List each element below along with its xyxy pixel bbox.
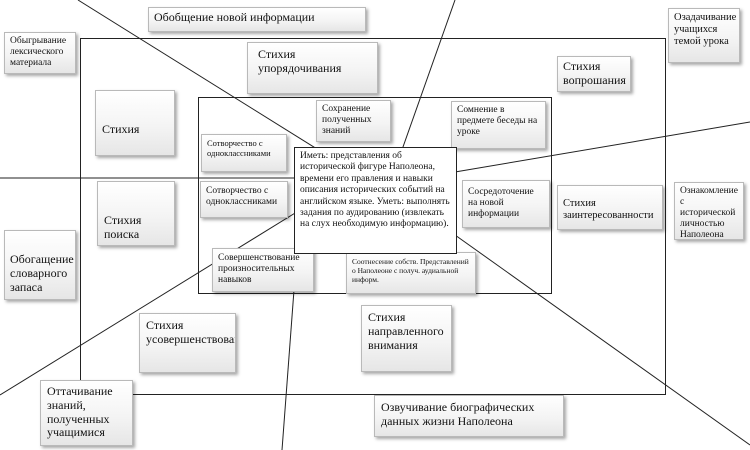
center-objectives: Иметь: представления об исторической фиг… xyxy=(294,147,457,254)
box-ottachivanie: Оттачивание знаний, полученных учащимися xyxy=(40,380,133,446)
box-somnenie: Сомнение в предмете беседы на уроке xyxy=(451,101,546,149)
label-ottachivanie: Оттачивание знаний, полученных учащимися xyxy=(47,384,113,440)
box-stikhiya-napravlennogo: Стихия направленного внимания xyxy=(361,305,452,372)
box-sotvorchestvo-1: Сотворчество с одноклассниками xyxy=(201,134,287,172)
box-ozvuchivanie: Озвучивание биографических данных жизни … xyxy=(374,395,564,437)
box-stikhiya-voproshaniya: Стихия вопрошания xyxy=(557,56,631,92)
box-obobschenie: Обобщение новой информации xyxy=(148,7,366,32)
diagonal-line-4 xyxy=(454,234,750,446)
outer-frame xyxy=(80,38,666,395)
label-stikhiya-voproshaniya: Стихия вопрошания xyxy=(563,59,626,87)
box-oznakomlenie: Ознакомление с исторической личностью На… xyxy=(674,182,744,240)
label-sosredotochenie: Сосредоточение на новой информации xyxy=(468,187,534,219)
label-sotvorchestvo-2: Сотворчество с одноклассниками xyxy=(206,186,278,207)
box-stikhiya-zainteresovannosti: Стихия заинтересованности xyxy=(557,185,663,230)
label-obygryvanie: Обыгрывание лексического материала xyxy=(10,36,67,68)
label-sotvorchestvo-1: Сотворчество с одноклассниками xyxy=(207,138,271,158)
label-obogaschenie: Обогащение словарного запаса xyxy=(10,252,74,294)
box-obogaschenie: Обогащение словарного запаса xyxy=(4,230,76,300)
box-sovershenstvovanie: Совершенствование произносительных навык… xyxy=(212,248,314,292)
box-obygryvanie: Обыгрывание лексического материала xyxy=(4,32,76,74)
label-stikhiya-uporyadochivaniya: Стихия упорядочивания xyxy=(258,47,342,75)
label-stikhiya-poiska: Стихия поиска xyxy=(104,213,142,241)
label-stikhiya-zainteresovannosti: Стихия заинтересованности xyxy=(563,198,654,222)
box-stikhiya-uporyadochivaniya: Стихия упорядочивания xyxy=(247,42,378,94)
label-stikhiya-usovershenstvovaniya: Стихия усовершенствования xyxy=(146,318,235,346)
label-ozvuchivanie: Озвучивание биографических данных жизни … xyxy=(381,400,535,428)
box-stikhiya-poiska: Стихия поиска xyxy=(97,181,175,246)
label-oznakomlenie: Ознакомление с исторической личностью На… xyxy=(680,186,738,240)
label-sovershenstvovanie: Совершенствование произносительных навык… xyxy=(218,253,300,285)
box-sokhranenie: Сохранение полученных знаний xyxy=(316,100,391,142)
label-sokhranenie: Сохранение полученных знаний xyxy=(322,104,372,136)
label-somnenie: Сомнение в предмете беседы на уроке xyxy=(457,105,538,137)
box-stikhiya-usovershenstvovaniya: Стихия усовершенствования xyxy=(139,313,236,373)
label-stikhiya-napravlennogo: Стихия направленного внимания xyxy=(368,310,444,352)
label-stikhiya: Стихия xyxy=(102,122,140,136)
diagonal-line-5 xyxy=(0,209,301,396)
label-sootnesenie: Соотнесение собств. Представлений о Напо… xyxy=(352,257,469,284)
diagonal-line-3 xyxy=(454,121,750,173)
label-center-objectives: Иметь: представления об исторической фиг… xyxy=(300,151,450,230)
box-ozadachivanie: Озадачивание учащихся темой урока xyxy=(668,8,740,63)
label-obobschenie: Обобщение новой информации xyxy=(154,10,315,24)
box-sootnesenie: Соотнесение собств. Представлений о Напо… xyxy=(346,252,476,294)
box-sotvorchestvo-2: Сотворчество с одноклассниками xyxy=(200,181,288,218)
label-ozadachivanie: Озадачивание учащихся темой урока xyxy=(674,12,737,48)
box-sosredotochenie: Сосредоточение на новой информации xyxy=(462,180,550,228)
box-stikhiya: Стихия xyxy=(95,90,175,156)
